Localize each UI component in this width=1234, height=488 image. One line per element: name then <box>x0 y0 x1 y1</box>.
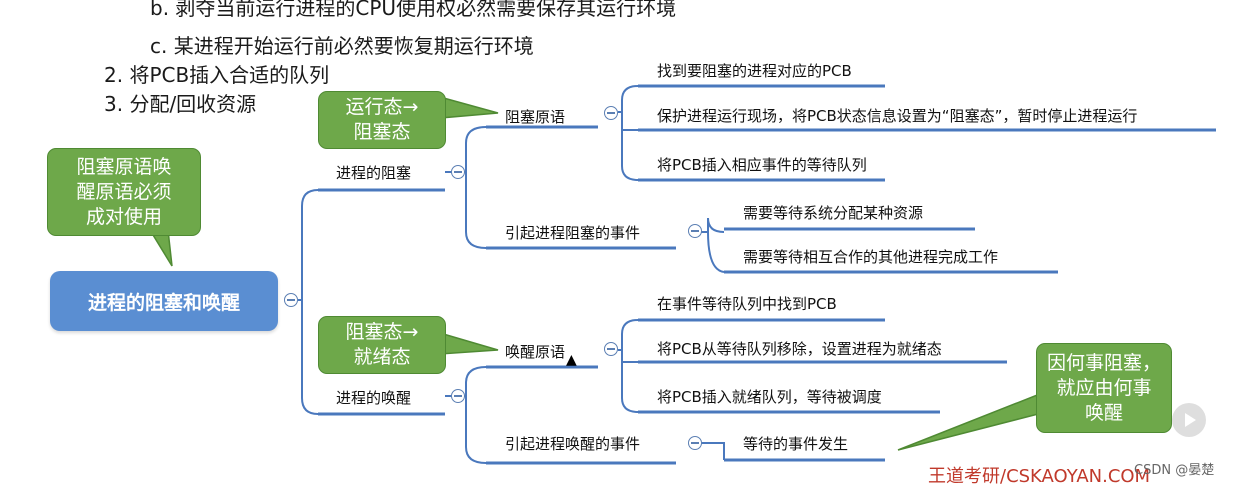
collapse-block-primitive-icon[interactable] <box>604 106 618 120</box>
collapse-wake-primitive-icon[interactable] <box>604 342 618 356</box>
list-item-3: 3. 分配/回收资源 <box>104 92 257 116</box>
block-cause-2[interactable]: 需要等待相互合作的其他进程完成工作 <box>743 248 999 266</box>
play-icon[interactable] <box>1172 403 1206 437</box>
node-block-primitive[interactable]: 阻塞原语 <box>505 108 566 126</box>
collapse-root-icon[interactable] <box>284 293 298 307</box>
wake-step-3[interactable]: 将PCB插入就绪队列，等待被调度 <box>657 388 882 406</box>
callout-pair-usage: 阻塞原语唤 醒原语必须 成对使用 <box>47 148 201 236</box>
block-cause-1[interactable]: 需要等待系统分配某种资源 <box>743 204 924 222</box>
mouse-cursor-icon: ▲ <box>566 352 577 368</box>
collapse-block-cause-icon[interactable] <box>688 224 702 238</box>
wake-cause-1[interactable]: 等待的事件发生 <box>743 435 849 453</box>
collapse-block-icon[interactable] <box>451 165 465 179</box>
list-item-2: 2. 将PCB插入合适的队列 <box>104 63 330 87</box>
node-wake-cause[interactable]: 引起进程唤醒的事件 <box>505 435 641 453</box>
node-block-cause[interactable]: 引起进程阻塞的事件 <box>505 224 641 242</box>
node-process-wake[interactable]: 进程的唤醒 <box>336 389 412 407</box>
node-wake-primitive[interactable]: 唤醒原语 <box>505 343 566 361</box>
note-b: b. 剥夺当前运行进程的CPU使用权必然需要保存其运行环境 <box>150 0 677 20</box>
block-step-1[interactable]: 找到要阻塞的进程对应的PCB <box>657 62 852 80</box>
callout-block-to-ready: 阻塞态→ 就绪态 <box>318 316 446 374</box>
node-process-block[interactable]: 进程的阻塞 <box>336 164 412 182</box>
block-step-2[interactable]: 保护进程运行现场，将PCB状态信息设置为“阻塞态”，暂时停止进程运行 <box>657 107 1138 125</box>
callout-cause-rule: 因何事阻塞， 就应由何事 唤醒 <box>1036 343 1172 433</box>
wake-step-1[interactable]: 在事件等待队列中找到PCB <box>657 295 837 313</box>
callout-pointer-block-ready <box>439 331 499 355</box>
credit-watermark: CSDN @晏楚 <box>1134 463 1215 478</box>
block-step-3[interactable]: 将PCB插入相应事件的等待队列 <box>657 156 867 174</box>
collapse-wake-icon[interactable] <box>451 389 465 403</box>
callout-pointer-run-block <box>439 96 499 119</box>
wake-step-2[interactable]: 将PCB从等待队列移除，设置进程为就绪态 <box>657 340 942 358</box>
footer-watermark: 王道考研/CSKAOYAN.COM <box>928 466 1151 487</box>
root-node[interactable]: 进程的阻塞和唤醒 <box>50 271 278 331</box>
callout-run-to-block: 运行态→ 阻塞态 <box>318 91 446 149</box>
note-c: c. 某进程开始运行前必然要恢复期运行环境 <box>150 34 534 58</box>
collapse-wake-cause-icon[interactable] <box>688 436 702 450</box>
